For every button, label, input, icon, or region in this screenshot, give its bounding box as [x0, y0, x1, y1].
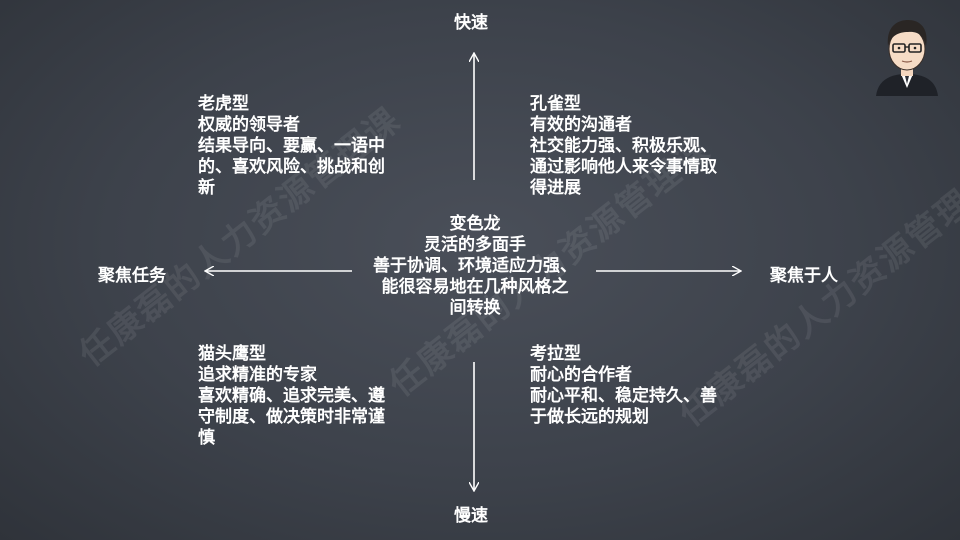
- quadrant-line: 有效的沟通者: [530, 115, 632, 135]
- quadrant-line: 守制度、做决策时非常谨: [198, 407, 385, 427]
- quadrant-line: 社交能力强、积极乐观、: [530, 136, 717, 156]
- quadrant-koala: 考拉型 耐心的合作者 耐心平和、稳定持久、善 于做长远的规划: [530, 344, 717, 428]
- quadrant-line: 追求精准的专家: [198, 365, 317, 385]
- quadrant-line: 的、喜欢风险、挑战和创: [198, 157, 385, 177]
- quadrant-line: 慎: [198, 428, 215, 448]
- center-line: 善于协调、环境适应力强、: [373, 256, 577, 276]
- quadrant-line: 得进展: [530, 178, 581, 198]
- axis-label-bottom: 慢速: [454, 506, 488, 526]
- quadrant-peacock: 孔雀型 有效的沟通者 社交能力强、积极乐观、 通过影响他人来令事情取 得进展: [530, 94, 717, 199]
- quadrant-line: 通过影响他人来令事情取: [530, 157, 717, 177]
- quadrant-title: 考拉型: [530, 344, 581, 364]
- quadrant-line: 于做长远的规划: [530, 407, 649, 427]
- quadrant-line: 结果导向、要赢、一语中: [198, 136, 385, 156]
- quadrant-title: 猫头鹰型: [198, 344, 266, 364]
- quadrant-tiger: 老虎型 权威的领导者 结果导向、要赢、一语中 的、喜欢风险、挑战和创 新: [198, 94, 385, 199]
- presenter-avatar-icon: [876, 20, 938, 96]
- center-chameleon: 变色龙 灵活的多面手 善于协调、环境适应力强、 能很容易地在几种风格之 间转换: [350, 214, 600, 319]
- quadrant-owl: 猫头鹰型 追求精准的专家 喜欢精确、追求完美、遵 守制度、做决策时非常谨 慎: [198, 344, 385, 449]
- center-line: 能很容易地在几种风格之: [381, 277, 569, 297]
- center-line: 间转换: [449, 298, 501, 318]
- quadrant-line: 耐心平和、稳定持久、善: [530, 386, 717, 406]
- axis-label-top: 快速: [454, 13, 488, 33]
- axis-label-left: 聚焦任务: [98, 266, 166, 286]
- axis-label-right: 聚焦于人: [770, 266, 838, 286]
- quadrant-title: 老虎型: [198, 94, 249, 114]
- quadrant-line: 权威的领导者: [198, 115, 300, 135]
- center-title: 变色龙: [449, 214, 501, 234]
- quadrant-line: 耐心的合作者: [530, 365, 632, 385]
- quadrant-line: 新: [198, 178, 215, 198]
- quadrant-line: 喜欢精确、追求完美、遵: [198, 386, 385, 406]
- quadrant-title: 孔雀型: [530, 94, 581, 114]
- center-line: 灵活的多面手: [424, 235, 526, 255]
